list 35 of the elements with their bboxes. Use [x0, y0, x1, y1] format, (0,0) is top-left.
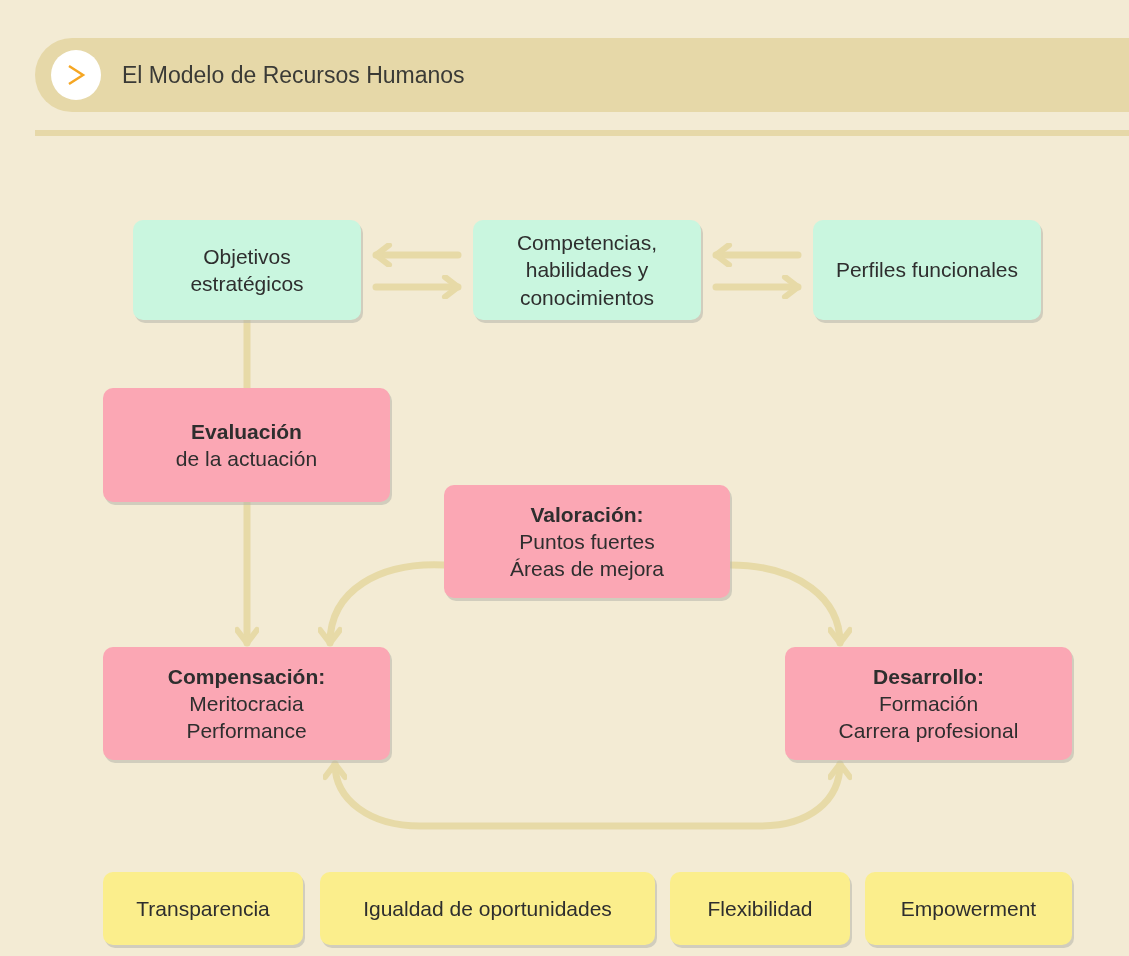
process-box	[865, 872, 1072, 945]
box-heading: Valoración:	[530, 501, 644, 528]
box-text: Meritocracia	[189, 690, 304, 717]
box-text: Performance	[186, 718, 307, 745]
arrow	[712, 274, 802, 300]
box-heading: Evaluación	[191, 418, 302, 445]
process-box	[103, 872, 303, 945]
process-box	[444, 485, 730, 598]
box-text: Perfiles funcionales	[835, 257, 1019, 284]
box-text: Competencias, habilidades y conocimientos	[515, 230, 659, 311]
box-text: Objetivos estratégicos	[189, 243, 305, 297]
box-text: Flexibilidad	[707, 895, 813, 922]
process-box	[813, 220, 1041, 320]
process-box	[785, 647, 1072, 760]
box-heading: Desarrollo:	[873, 663, 984, 690]
arrow	[323, 760, 853, 830]
box-text: Transparencia	[136, 895, 270, 922]
arrow	[372, 274, 462, 300]
process-box	[320, 872, 655, 945]
box-text: Áreas de mejora	[509, 556, 665, 583]
box-text: Carrera profesional	[838, 718, 1019, 745]
diagram-title: El Modelo de Recursos Humanos	[122, 61, 465, 89]
box-text: Puntos fuertes	[519, 528, 655, 555]
box-text: de la actuación	[175, 446, 318, 472]
process-box	[670, 872, 850, 945]
box-text: Empowerment	[900, 895, 1037, 922]
box-text: Igualdad de oportunidades	[363, 895, 612, 922]
arrow	[372, 242, 462, 268]
process-box	[103, 647, 390, 760]
arrow	[712, 242, 802, 268]
process-box	[133, 220, 361, 320]
box-text: Formación	[878, 690, 979, 717]
box-heading: Compensación:	[167, 663, 326, 690]
process-box	[473, 220, 701, 320]
process-box	[103, 388, 390, 502]
